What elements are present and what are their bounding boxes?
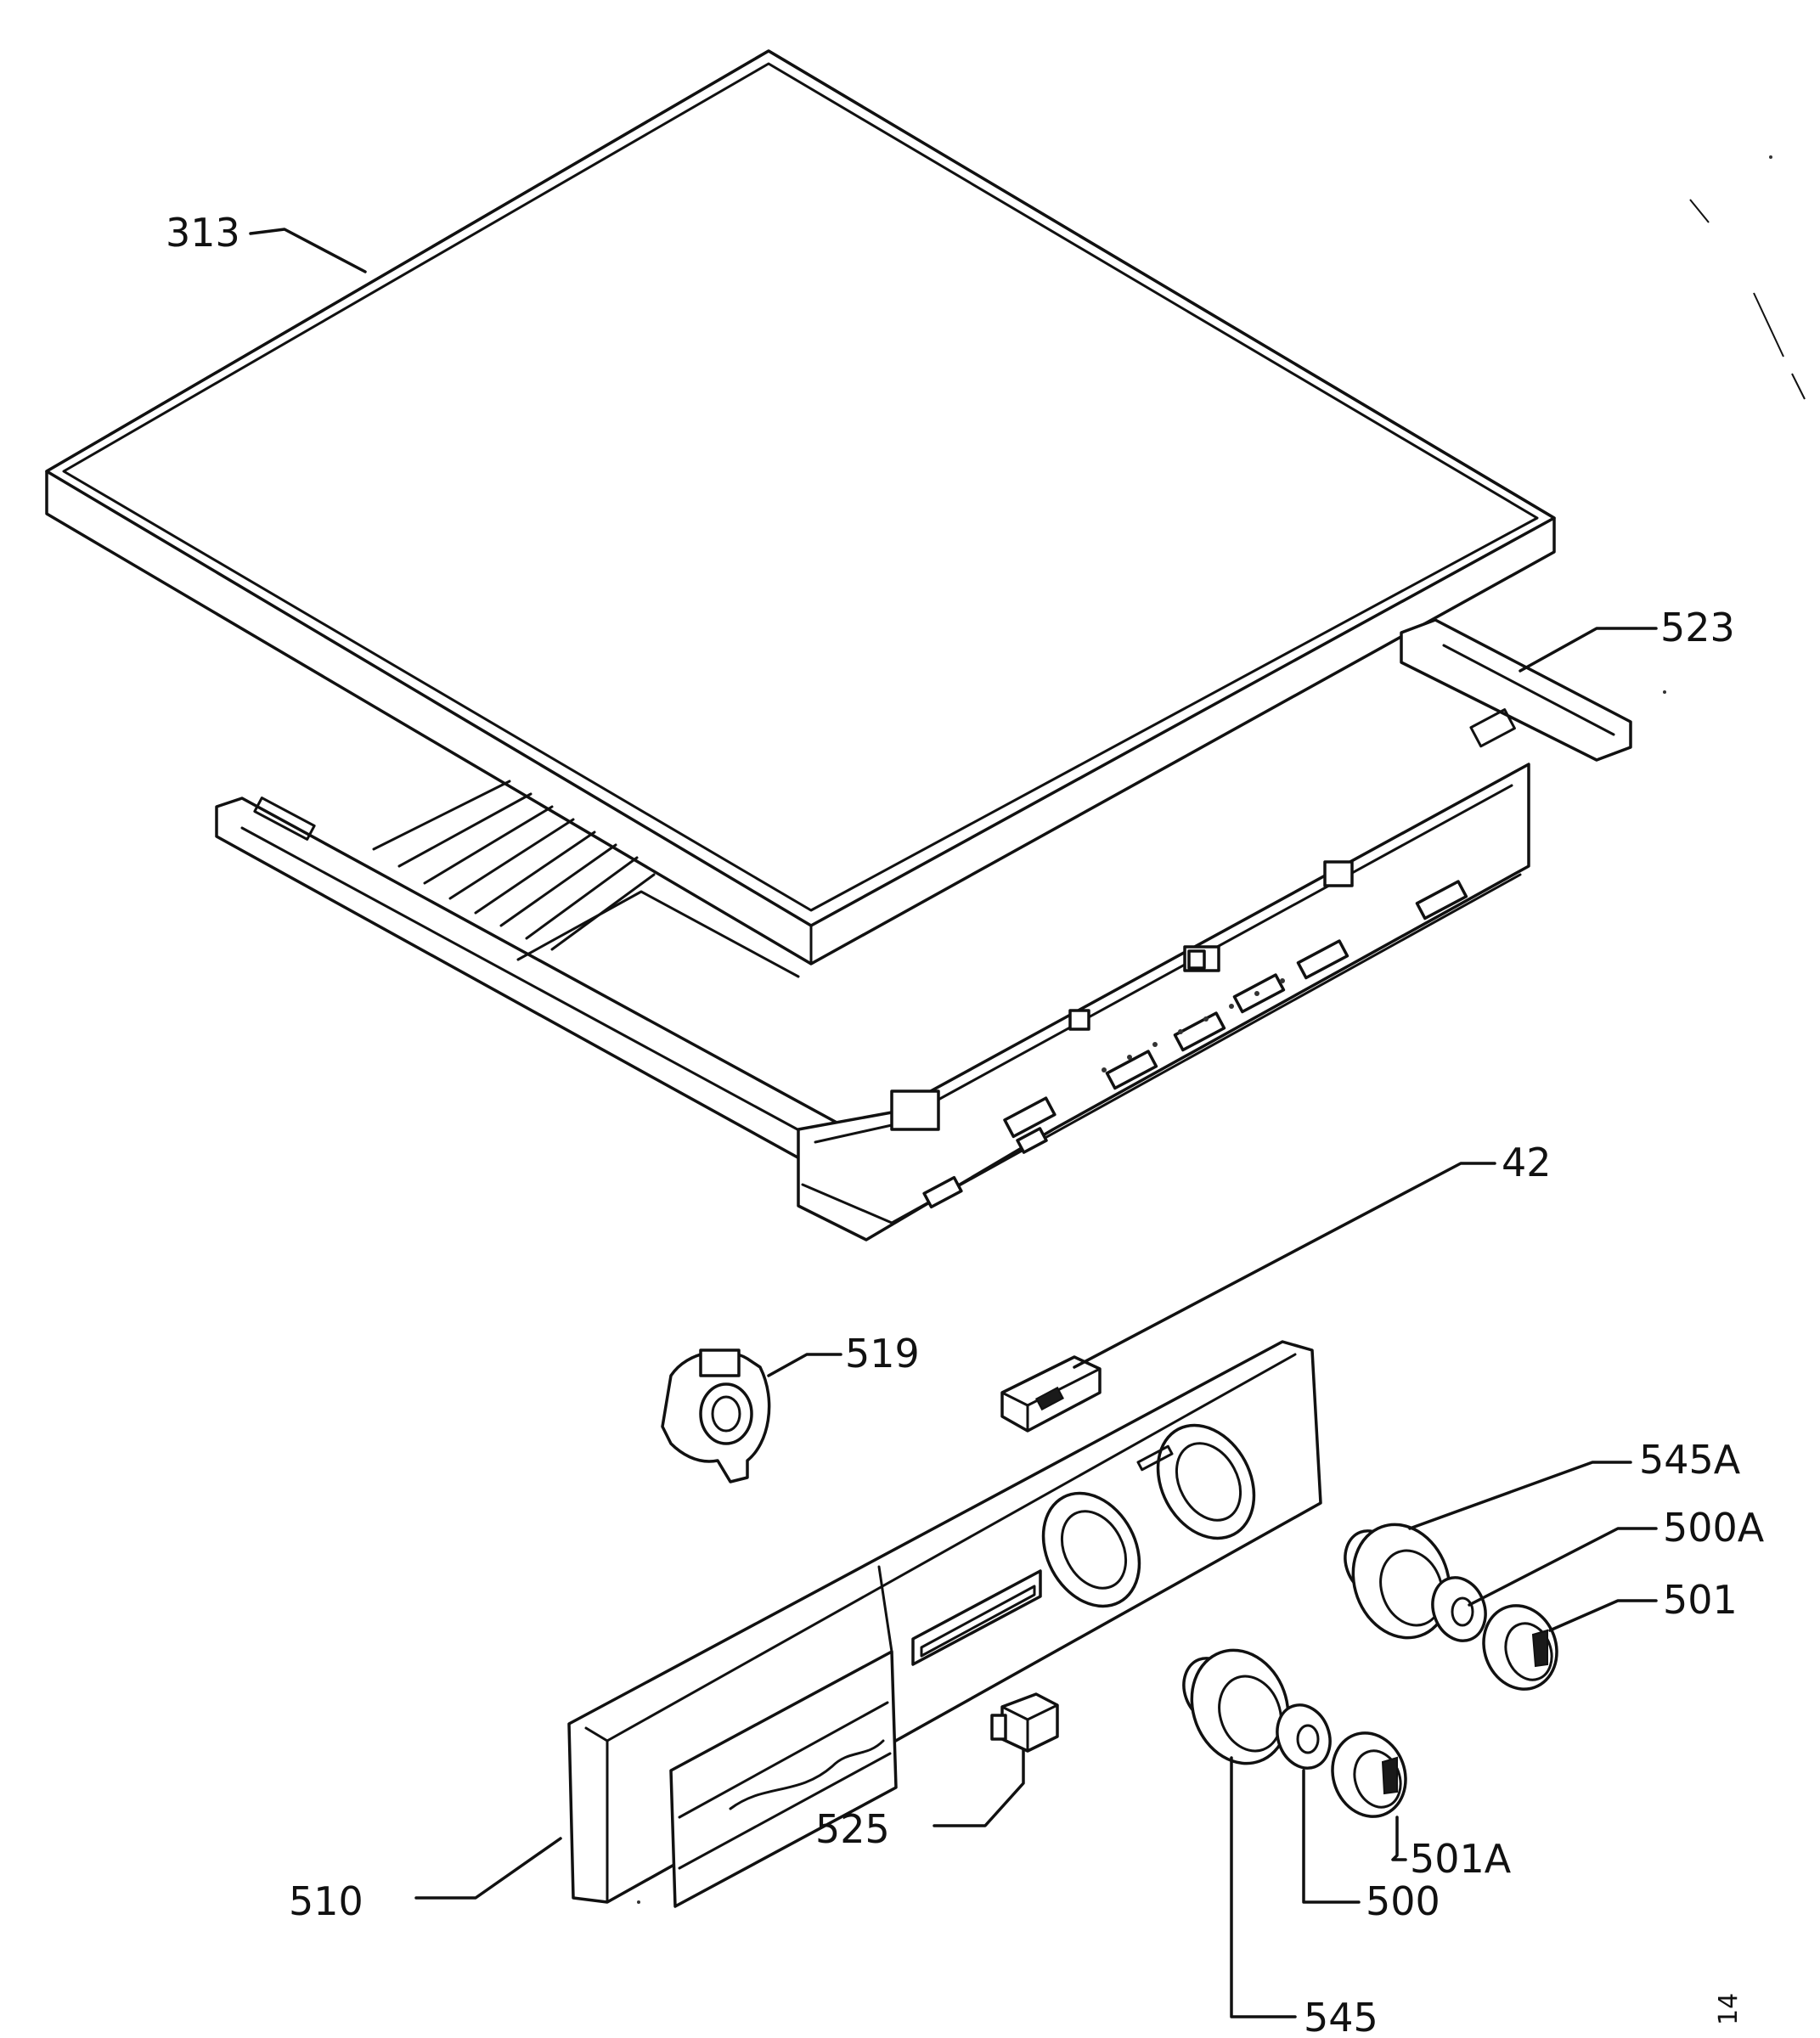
front-panel-510 bbox=[567, 1340, 1322, 1908]
bracket-519 bbox=[661, 1348, 771, 1483]
callout-525: 525 bbox=[815, 1806, 890, 1852]
leader-545 bbox=[1230, 1756, 1297, 2018]
leader-523 bbox=[1519, 627, 1658, 673]
callout-501: 501 bbox=[1663, 1577, 1738, 1623]
leader-545A bbox=[1408, 1461, 1632, 1530]
corner-stamp: 14 bbox=[1714, 1993, 1744, 2025]
leader-500A bbox=[1468, 1527, 1658, 1607]
callout-500A: 500A bbox=[1663, 1505, 1765, 1551]
knob-assembly-lower bbox=[1182, 1648, 1407, 1818]
callout-545: 545 bbox=[1304, 1995, 1378, 2038]
callout-313: 313 bbox=[166, 210, 240, 256]
callout-42: 42 bbox=[1502, 1140, 1552, 1185]
scan-specks bbox=[637, 155, 1806, 1904]
leader-501 bbox=[1548, 1599, 1658, 1632]
leader-501A bbox=[1391, 1816, 1407, 1861]
knob-assembly-upper bbox=[1344, 1523, 1558, 1691]
leader-519 bbox=[767, 1353, 842, 1377]
top-cover-313 bbox=[45, 49, 1556, 966]
callout-523: 523 bbox=[1660, 605, 1735, 650]
callout-519: 519 bbox=[845, 1331, 920, 1376]
leader-lines bbox=[249, 228, 1658, 2018]
leader-510 bbox=[414, 1837, 562, 1900]
callout-500: 500 bbox=[1366, 1878, 1440, 1924]
connector-42 bbox=[1000, 1355, 1102, 1433]
callout-501A: 501A bbox=[1410, 1836, 1512, 1882]
leader-313 bbox=[249, 228, 367, 273]
callout-545A: 545A bbox=[1639, 1437, 1741, 1483]
leader-42 bbox=[1073, 1162, 1496, 1369]
callout-510: 510 bbox=[289, 1878, 363, 1924]
leader-525 bbox=[933, 1748, 1025, 1827]
callout-labels: 313 523 42 519 545A 500A 501 525 510 501… bbox=[166, 210, 1765, 2038]
clip-525 bbox=[990, 1692, 1059, 1753]
leader-500 bbox=[1302, 1769, 1361, 1904]
control-frame-523 bbox=[215, 618, 1632, 1241]
